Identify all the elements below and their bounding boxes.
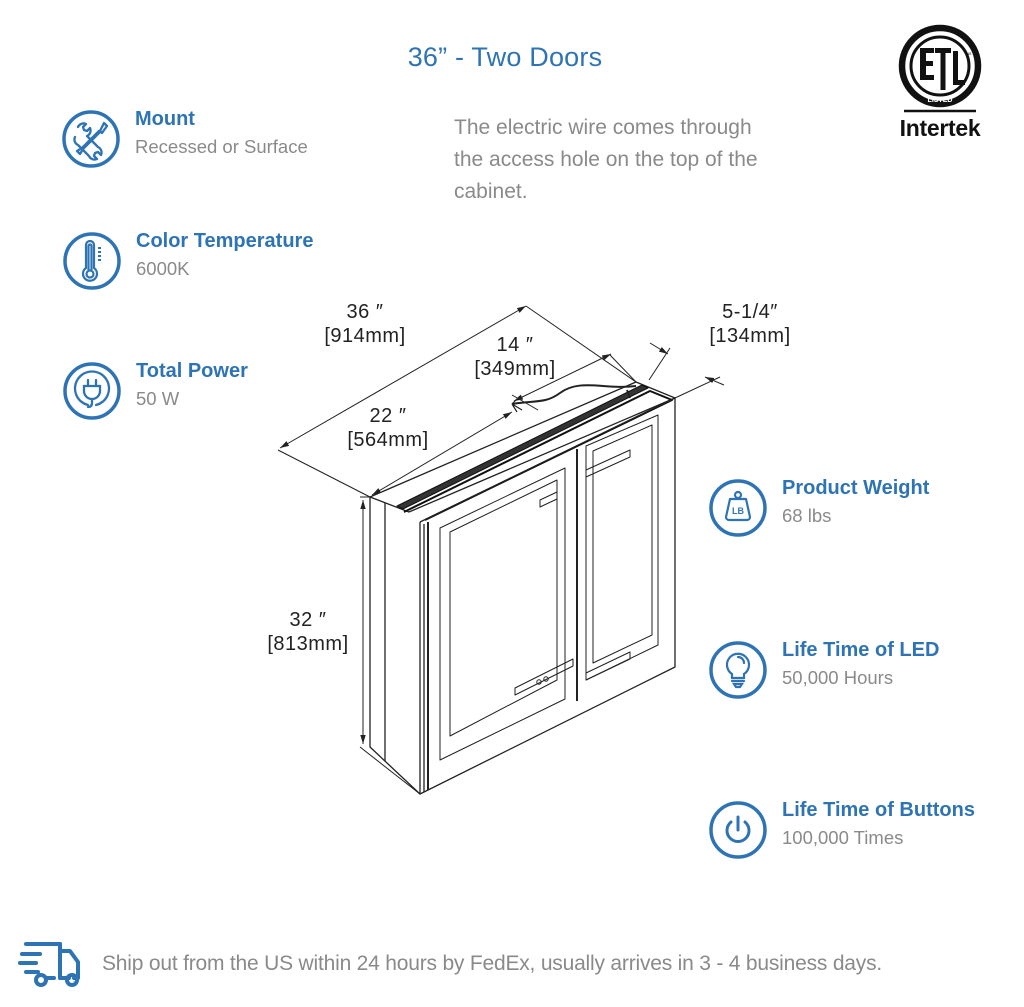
- dimension-side-depth: 22 ″ [564mm]: [328, 404, 448, 452]
- cabinet-side-face: [369, 497, 421, 795]
- intertek-brand: Intertek: [899, 115, 981, 141]
- right-door-outer: [585, 414, 659, 681]
- dimension-inches: 14 ″: [496, 334, 534, 356]
- feature-total-power: Total Power 50 W: [62, 360, 248, 421]
- thermometer-icon: [63, 232, 121, 290]
- feature-mount: Mount Recessed or Surface: [61, 108, 308, 169]
- weight-badge-text: LB: [732, 506, 744, 516]
- feature-value: 6000K: [136, 258, 190, 279]
- feature-product-weight: LB Product Weight 68 lbs: [708, 477, 930, 538]
- feature-color-temperature: Color Temperature 6000K: [62, 230, 314, 291]
- dimension-mm: [914mm]: [324, 325, 406, 347]
- left-door-outer: [439, 467, 566, 761]
- shipping-info: Ship out from the US within 24 hours by …: [18, 938, 882, 990]
- plug-icon: [63, 362, 121, 420]
- feature-value: Recessed or Surface: [135, 136, 308, 157]
- feature-value: 50 W: [136, 388, 180, 409]
- cabinet-front-face: [419, 397, 676, 795]
- power-icon: [709, 801, 767, 859]
- feature-label: Mount: [135, 108, 195, 130]
- touch-button: [536, 679, 542, 685]
- dimension-mm: [349mm]: [474, 358, 556, 380]
- dimension-inches: 5-1/4″: [722, 301, 778, 323]
- electric-wire: [511, 384, 637, 405]
- dimension-width: 36 ″ [914mm]: [305, 300, 425, 348]
- feature-label: Product Weight: [782, 477, 930, 499]
- etl-mark-icon: LISTED us: [898, 24, 982, 113]
- feature-value: 50,000 Hours: [782, 667, 894, 688]
- dimension-mm: [134mm]: [709, 325, 791, 347]
- feature-led-lifetime: Life Time of LED 50,000 Hours: [708, 639, 940, 700]
- etl-listed-text: LISTED: [928, 97, 953, 104]
- shipping-text: Ship out from the US within 24 hours by …: [102, 952, 883, 975]
- tools-icon: [62, 110, 120, 168]
- dimension-inches: 22 ″: [369, 405, 407, 427]
- feature-button-lifetime: Life Time of Buttons 100,000 Times: [708, 799, 975, 860]
- dimension-inches: 36 ″: [346, 301, 384, 323]
- etl-certification-logo: LISTED us Intertek: [890, 18, 990, 143]
- dimension-inches: 32 ″: [289, 609, 327, 631]
- feature-value: 68 lbs: [782, 505, 832, 526]
- feature-label: Total Power: [136, 360, 248, 382]
- left-door-inner: [449, 479, 558, 737]
- weight-icon: LB: [709, 479, 767, 537]
- dim-line-cabinet-depth: [649, 342, 669, 355]
- touch-button: [543, 676, 549, 682]
- truck-icon: [18, 942, 80, 987]
- feature-label: Color Temperature: [136, 230, 314, 252]
- dimension-mm: [564mm]: [347, 429, 429, 451]
- dimension-top-depth: 14 ″ [349mm]: [455, 333, 575, 381]
- feature-value: 100,000 Times: [782, 827, 904, 848]
- dimension-cabinet-depth: 5-1/4″ [134mm]: [690, 300, 810, 348]
- page-title: 36” - Two Doors: [407, 42, 603, 72]
- lightbulb-icon: [709, 641, 767, 699]
- dimension-mm: [813mm]: [267, 633, 349, 655]
- feature-label: Life Time of Buttons: [782, 799, 975, 821]
- etl-region-text: us: [967, 51, 973, 56]
- dimension-height: 32 ″ [813mm]: [248, 608, 368, 656]
- wire-note: The electric wire comes through the acce…: [454, 116, 758, 203]
- feature-label: Life Time of LED: [782, 639, 940, 661]
